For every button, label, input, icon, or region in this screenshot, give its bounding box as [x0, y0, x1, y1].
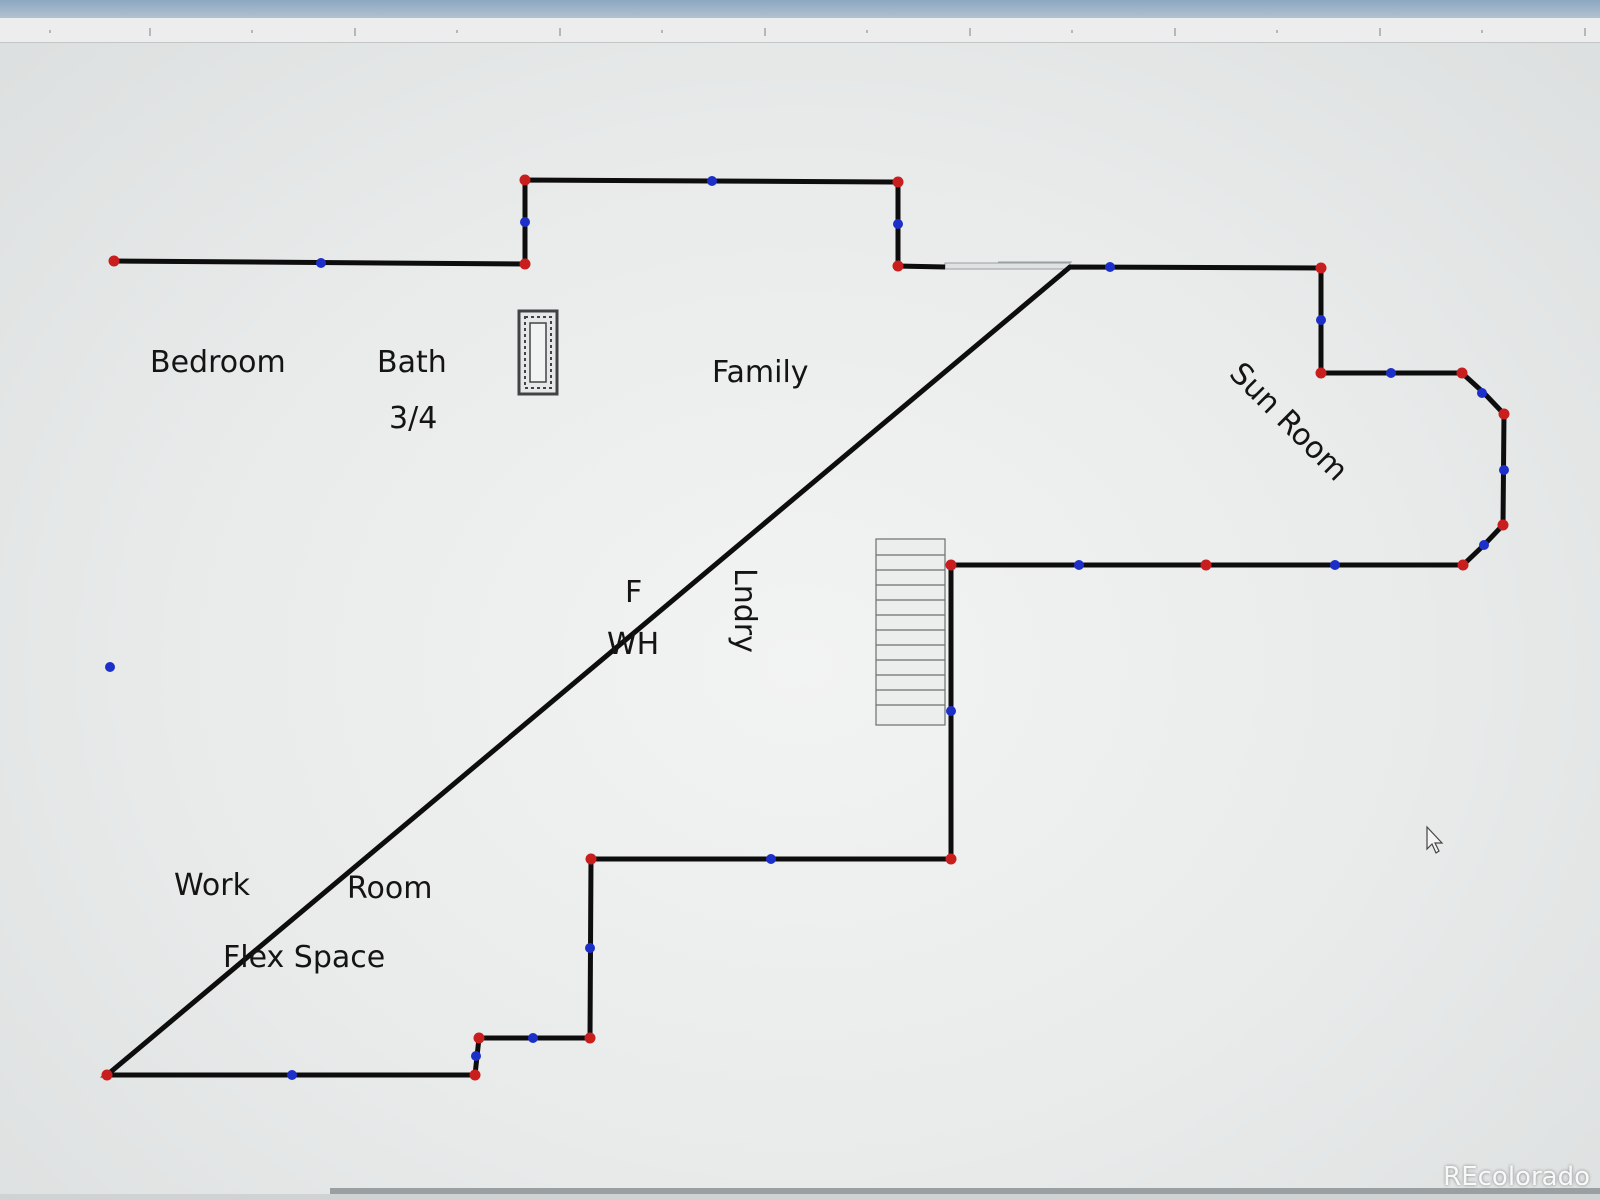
- screen-bottom-bar: [330, 1188, 1600, 1194]
- label-water-heater: WH: [607, 627, 659, 662]
- label-bedroom: Bedroom: [150, 345, 286, 380]
- stairs-icon[interactable]: [875, 538, 946, 726]
- midpoint-nodes[interactable]: [105, 176, 1509, 1080]
- watermark: REcolorado: [1443, 1162, 1590, 1192]
- label-sun-room: Sun Room: [1222, 356, 1354, 488]
- window-top-band: [0, 0, 1600, 22]
- label-family: Family: [712, 355, 809, 390]
- label-flex-space: Flex Space: [223, 940, 385, 975]
- corner-nodes[interactable]: [101, 174, 1510, 1081]
- label-room: Room: [347, 871, 432, 906]
- drawing-canvas[interactable]: [0, 18, 1600, 1194]
- label-laundry: Lndry: [727, 568, 762, 653]
- window-opening[interactable]: [944, 261, 1072, 270]
- label-work: Work: [174, 868, 251, 903]
- label-bath-size: 3/4: [389, 401, 437, 436]
- ruler-ticks: [49, 28, 1586, 36]
- shower-fixture-icon[interactable]: [517, 309, 559, 396]
- ruler: [0, 18, 1600, 43]
- mouse-pointer-icon: [1426, 825, 1444, 854]
- label-bath: Bath: [377, 345, 447, 380]
- label-furnace: F: [625, 575, 642, 610]
